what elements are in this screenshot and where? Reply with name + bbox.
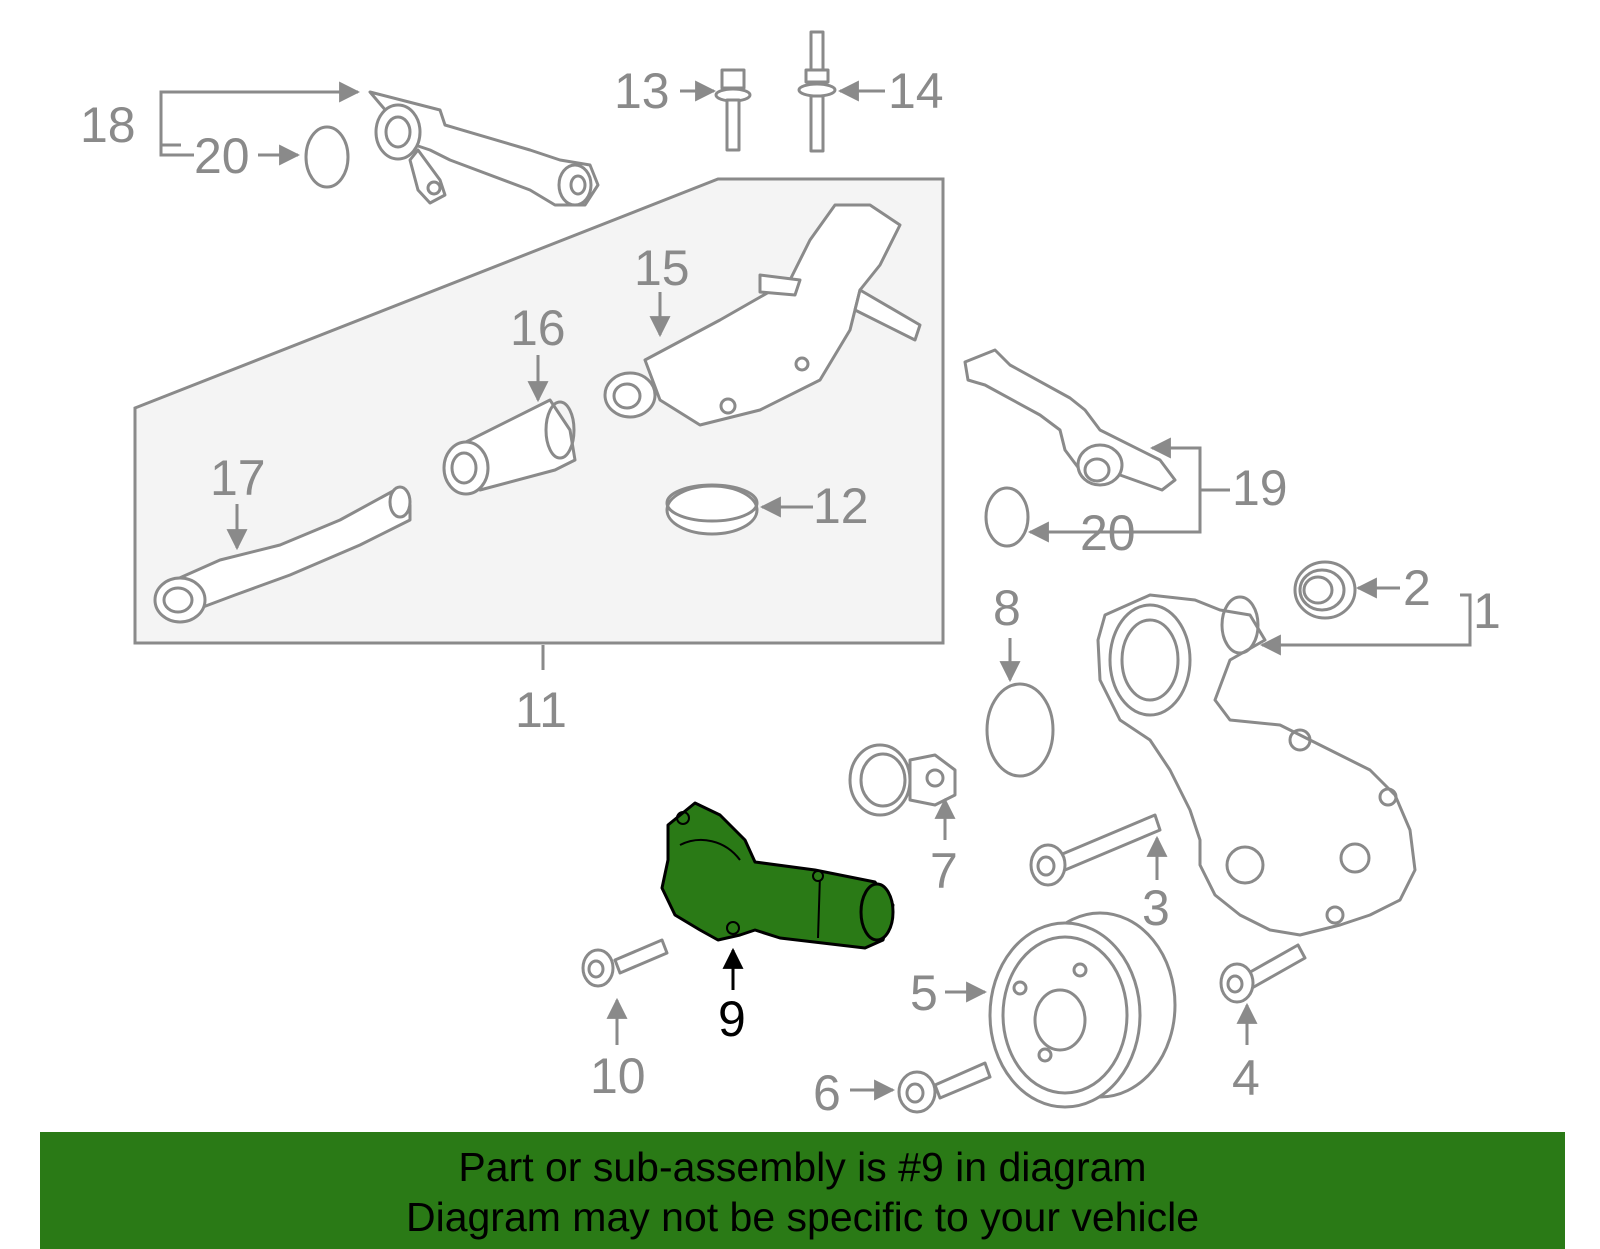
callout-3: 3 [1142, 880, 1170, 936]
part-12-seal [665, 483, 759, 536]
callout-17: 17 [210, 450, 266, 506]
callout-4: 4 [1232, 1050, 1260, 1106]
callout-11: 11 [515, 682, 567, 738]
part-5-pulley [988, 911, 1177, 1109]
part-3-bolt [1029, 813, 1162, 887]
callout-13: 13 [614, 63, 670, 119]
part-19-coolant-tube [963, 348, 1177, 492]
callout-16: 16 [510, 300, 566, 356]
callout-18: 18 [80, 97, 136, 153]
part-2-insert [1293, 560, 1357, 620]
part-15-outlet-housing [603, 203, 922, 427]
part-20-o-ring-lower [984, 486, 1030, 548]
callout-20-lower: 20 [1080, 505, 1136, 561]
leader-lines [159, 80, 1472, 1101]
callout-10: 10 [590, 1048, 646, 1104]
part-17-pipe [153, 485, 412, 624]
callout-12: 12 [813, 478, 869, 534]
callout-labels: 1 2 3 4 5 6 7 8 9 10 11 12 13 14 15 16 1… [80, 63, 1501, 1121]
callout-14: 14 [888, 63, 944, 119]
info-banner: Part or sub-assembly is #9 in diagram Di… [40, 1132, 1565, 1249]
part-9-coolant-outlet [660, 801, 895, 950]
part-8-o-ring [985, 682, 1055, 778]
part-20-o-ring-upper [304, 125, 350, 189]
callout-15: 15 [634, 240, 690, 296]
part-18-coolant-tube [368, 90, 600, 207]
callout-7: 7 [930, 843, 958, 899]
callout-20-upper: 20 [194, 128, 250, 184]
callout-1: 1 [1473, 583, 1501, 639]
callout-5: 5 [910, 965, 938, 1021]
part-14-stud [797, 30, 837, 153]
part-10-bolt [581, 938, 669, 988]
banner-line-2: Diagram may not be specific to your vehi… [405, 1194, 1199, 1240]
part-4-bolt [1219, 943, 1307, 1004]
part-13-bolt [714, 68, 752, 152]
callout-6: 6 [813, 1065, 841, 1121]
callout-8: 8 [993, 580, 1021, 636]
callout-2: 2 [1403, 560, 1431, 616]
part-7-thermostat [848, 743, 957, 817]
part-16-connector [442, 398, 577, 496]
part-6-bolt [897, 1061, 992, 1114]
banner-line-1: Part or sub-assembly is #9 in diagram [458, 1144, 1147, 1190]
callout-19: 19 [1232, 460, 1288, 516]
callout-9: 9 [718, 991, 746, 1047]
part-1-water-pump-housing [1096, 593, 1417, 937]
